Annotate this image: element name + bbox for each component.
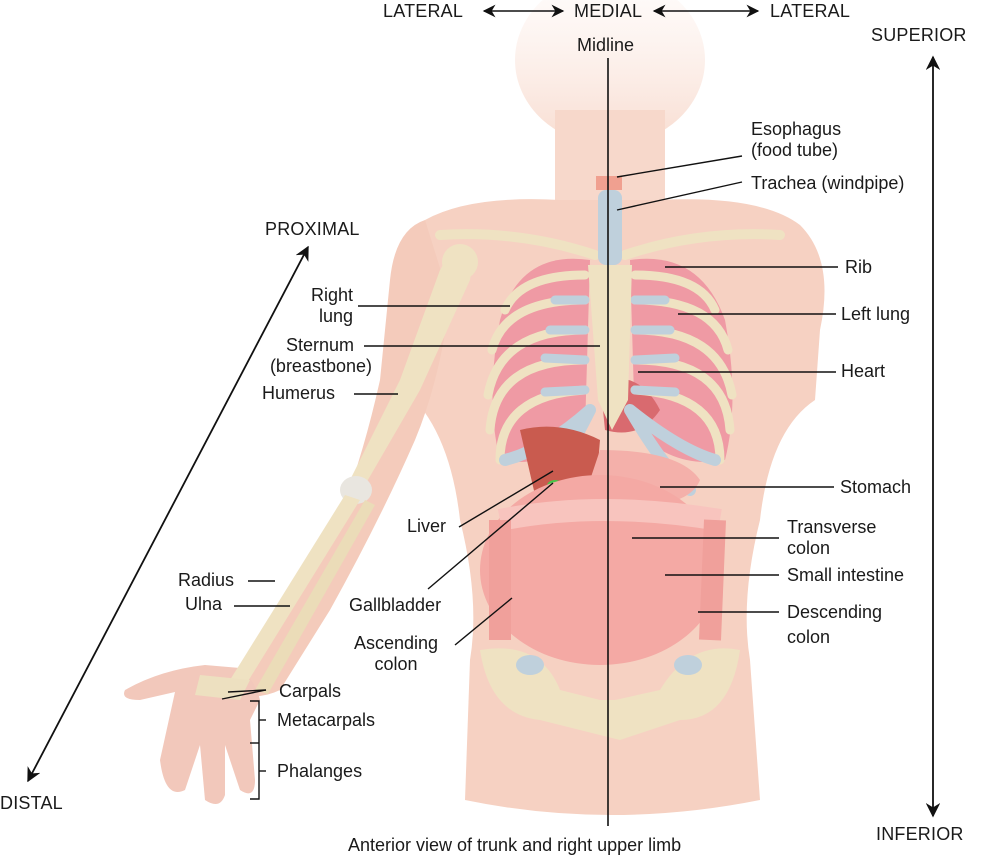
medial-label: MEDIAL <box>574 1 643 21</box>
left-lung-label: Left lung <box>841 304 911 324</box>
phalanges-label: Phalanges <box>277 761 363 781</box>
lateral-left-label: LATERAL <box>383 1 464 21</box>
metacarpals-label: Metacarpals <box>277 710 376 730</box>
abdominal-organs <box>480 426 726 665</box>
inferior-label: INFERIOR <box>876 824 964 844</box>
sternum-label: Sternum (breastbone) <box>269 335 372 376</box>
rib-label: Rib <box>845 257 873 277</box>
lateral-right-label: LATERAL <box>770 1 851 21</box>
proximal-label: PROXIMAL <box>265 219 360 239</box>
sternum <box>588 265 632 430</box>
stomach-label: Stomach <box>840 477 912 497</box>
esophagus-label: Esophagus (food tube) <box>751 119 842 160</box>
proximal-distal-arrow <box>27 245 309 783</box>
radius-label: Radius <box>178 570 235 590</box>
figure-caption: Anterior view of trunk and right upper l… <box>348 835 682 855</box>
right-lung-label: Right lung <box>310 285 353 326</box>
ascending-colon-label: Ascending colon <box>353 633 439 674</box>
pelvis <box>480 648 740 740</box>
small-intestine-label: Small intestine <box>787 565 905 585</box>
carpals-label: Carpals <box>279 681 342 701</box>
torso <box>124 199 825 815</box>
trachea <box>596 176 622 265</box>
gallbladder-label: Gallbladder <box>349 595 442 615</box>
liver-label: Liver <box>407 516 447 536</box>
distal-label: DISTAL <box>0 793 63 813</box>
humerus-label: Humerus <box>262 383 336 403</box>
superior-label: SUPERIOR <box>871 25 967 45</box>
trachea-label: Trachea (windpipe) <box>751 173 905 193</box>
leader-lines <box>221 155 838 800</box>
ulna-label: Ulna <box>185 594 223 614</box>
transverse-colon-label: Transverse colon <box>787 517 877 558</box>
descending-colon-label: Descending colon <box>787 602 883 647</box>
heart-label: Heart <box>841 361 886 381</box>
midline-label: Midline <box>577 35 635 55</box>
